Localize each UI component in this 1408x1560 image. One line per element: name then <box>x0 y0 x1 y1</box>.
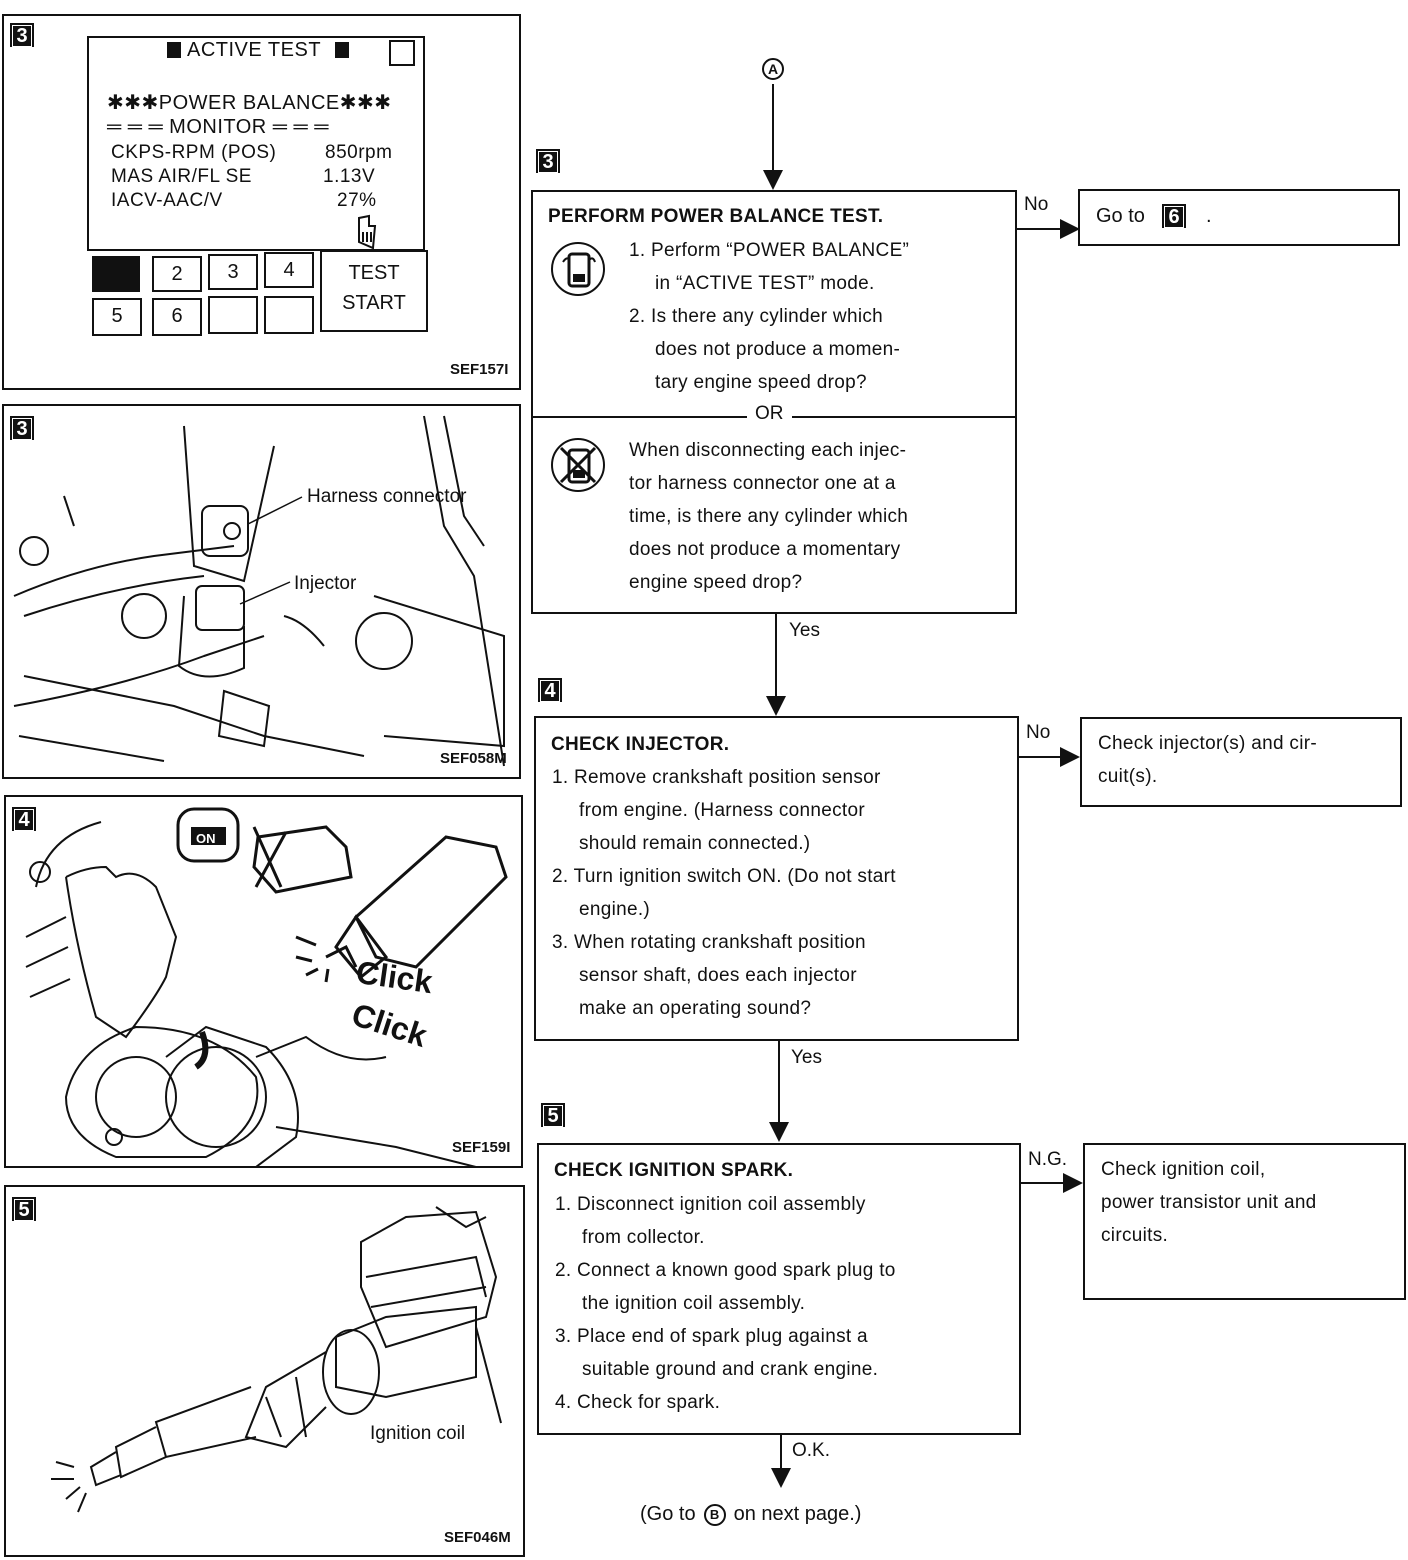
header-block-left <box>167 42 181 58</box>
monitor-value-ckps: 850rpm <box>325 142 393 163</box>
keypad-key-6[interactable]: 6 <box>152 298 202 336</box>
keypad-key-3[interactable]: 3 <box>208 254 258 290</box>
figure-code: SEF058M <box>440 750 507 767</box>
step-4-badge: 4 <box>538 678 562 702</box>
consult-display: ACTIVE TEST ✱✱✱POWER BALANCE✱✱✱ ═ ═ ═ MO… <box>87 36 425 251</box>
step-4-no-label: No <box>1026 722 1051 743</box>
test-start-line-1: TEST <box>348 262 400 284</box>
connector-b-marker: B <box>703 1503 726 1526</box>
step-badge: 3 <box>10 416 34 440</box>
step-3-title: PERFORM POWER BALANCE TEST. <box>548 206 884 227</box>
illustration-panel-injector: 3 Harness connector Injector SEF058 <box>2 404 521 779</box>
or-label: OR <box>747 403 792 425</box>
label-injector: Injector <box>294 573 357 594</box>
figure-code: SEF159I <box>452 1139 511 1156</box>
label-harness-connector: Harness connector <box>307 486 467 507</box>
step-5-box: CHECK IGNITION SPARK. 1. Disconnect igni… <box>537 1143 1021 1435</box>
screen-line-power-balance: ✱✱✱POWER BALANCE✱✱✱ <box>107 92 392 114</box>
keypad-key-1[interactable] <box>92 256 140 292</box>
screen-line-monitor: ═ ═ ═ MONITOR ═ ═ ═ <box>107 116 329 138</box>
step-3-item-1: 1. Perform “POWER BALANCE” in “ACTIVE TE… <box>629 240 910 294</box>
test-start-button[interactable]: TEST START <box>320 250 428 332</box>
keypad-key-blank-2[interactable] <box>264 296 314 334</box>
figure-code: SEF046M <box>444 1529 511 1546</box>
step-3-no-label: No <box>1024 194 1049 215</box>
consult-tool-icon <box>551 242 605 296</box>
step-5-ng-text: Check ignition coil, power transistor un… <box>1101 1159 1317 1246</box>
step-5-item-1: 1. Disconnect ignition coil assembly fro… <box>555 1194 866 1248</box>
monitor-value-mas: 1.13V <box>323 166 376 187</box>
monitor-label-mas: MAS AIR/FL SE <box>111 166 252 187</box>
step-3-alternative: When disconnecting each injec- tor harne… <box>629 440 909 593</box>
pointing-hand-icon <box>358 214 377 250</box>
step-5-ok-label: O.K. <box>792 1440 831 1461</box>
spark-plug-drawing <box>51 1206 502 1513</box>
step-3-item-2: 2. Is there any cylinder which does not … <box>629 306 901 393</box>
step-4-no-box: Check injector(s) and cir- cuit(s). <box>1080 717 1402 807</box>
illustration-panel-rotate-sensor: 4 ON Click Click SEF159I <box>4 795 523 1168</box>
step-5-title: CHECK IGNITION SPARK. <box>554 1160 794 1181</box>
step-badge: 4 <box>12 807 36 831</box>
go-to-step-6-badge[interactable]: 6 <box>1162 204 1186 228</box>
monitor-label-ckps: CKPS-RPM (POS) <box>111 142 277 163</box>
monitor-value-iacv: 27% <box>337 190 377 211</box>
monitor-label-iacv: IACV-AAC/V <box>111 190 223 211</box>
test-start-line-2: START <box>342 292 406 314</box>
step-5-item-3: 3. Place end of spark plug against a sui… <box>555 1326 879 1380</box>
keypad-key-blank-1[interactable] <box>208 296 258 334</box>
sensor-rotation-drawing <box>25 807 508 1166</box>
screen-toggle-box[interactable] <box>389 40 415 66</box>
illustration-panel-consult-screen: 3 ACTIVE TEST ✱✱✱POWER BALANCE✱✱✱ ═ ═ ═ … <box>2 14 521 390</box>
go-to-text: Go to <box>1096 205 1145 227</box>
go-to-period: . <box>1206 205 1212 227</box>
step-5-item-2: 2. Connect a known good spark plug to th… <box>555 1260 896 1314</box>
keypad-key-2[interactable]: 2 <box>152 256 202 292</box>
step-3-yes-label: Yes <box>789 620 820 641</box>
connector-a-marker: A <box>762 58 784 80</box>
step-4-title: CHECK INJECTOR. <box>551 734 730 755</box>
figure-code: SEF157I <box>450 361 509 378</box>
illustration-panel-ignition-coil: 5 Ignition coil SEF046M <box>4 1185 525 1557</box>
step-4-box: CHECK INJECTOR. 1. Remove crankshaft pos… <box>534 716 1019 1041</box>
keypad-key-5[interactable]: 5 <box>92 298 142 336</box>
step-badge: 5 <box>12 1197 36 1221</box>
label-ignition-coil: Ignition coil <box>370 1423 466 1444</box>
step-badge: 3 <box>10 23 34 47</box>
header-block-right <box>335 42 349 58</box>
step-3-no-box: Go to 6 . <box>1078 189 1400 246</box>
next-page-pre: (Go to <box>640 1503 696 1525</box>
step-4-item-2: 2. Turn ignition switch ON. (Do not star… <box>552 866 896 920</box>
next-page-note: (Go to B on next page.) <box>640 1503 861 1526</box>
no-consult-tool-icon <box>551 438 605 492</box>
step-4-yes-label: Yes <box>791 1047 822 1068</box>
engine-bay-drawing <box>13 415 505 767</box>
step-4-item-3: 3. When rotating crankshaft position sen… <box>552 932 866 1019</box>
step-4-no-text: Check injector(s) and cir- cuit(s). <box>1098 733 1317 787</box>
step-3-box: PERFORM POWER BALANCE TEST. 1. Perform “… <box>531 190 1017 614</box>
step-4-item-1: 1. Remove crankshaft position sensor fro… <box>552 767 881 854</box>
step-5-ng-box: Check ignition coil, power transistor un… <box>1083 1143 1406 1300</box>
step-5-ng-label: N.G. <box>1028 1149 1068 1170</box>
screen-header: ACTIVE TEST <box>187 39 322 61</box>
keypad-key-4[interactable]: 4 <box>264 252 314 288</box>
step-5-item-4: 4. Check for spark. <box>555 1392 721 1413</box>
next-page-post: on next page.) <box>733 1503 862 1525</box>
ignition-key-label: ON <box>196 831 216 846</box>
step-5-badge: 5 <box>541 1103 565 1127</box>
step-3-badge: 3 <box>536 149 560 173</box>
